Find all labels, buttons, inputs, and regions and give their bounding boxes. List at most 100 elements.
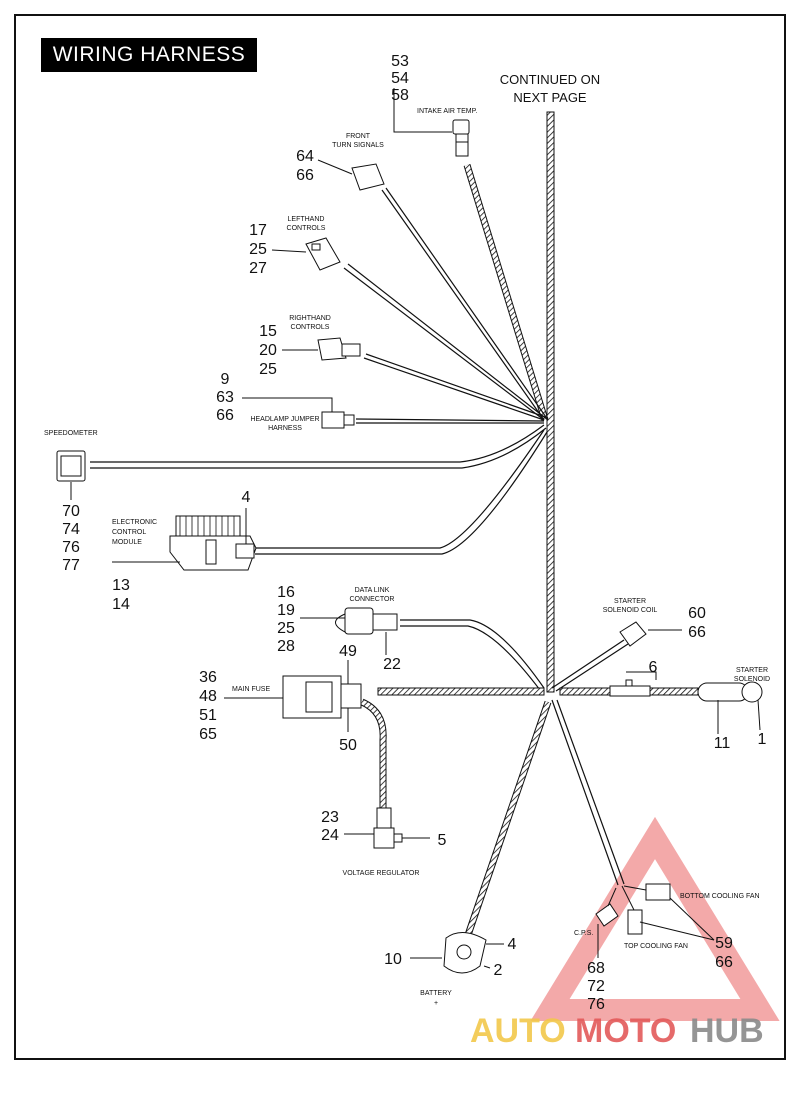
svg-text:LEFTHAND: LEFTHAND (288, 216, 325, 223)
svg-text:19: 19 (277, 602, 295, 619)
svg-text:5: 5 (438, 832, 447, 849)
svg-text:HUB: HUB (690, 1012, 764, 1050)
leader-lines (70, 88, 761, 969)
svg-text:51: 51 (199, 707, 217, 724)
svg-text:VOLTAGE REGULATOR: VOLTAGE REGULATOR (343, 870, 420, 877)
svg-text:53: 53 (391, 53, 409, 70)
svg-text:66: 66 (296, 167, 314, 184)
svg-text:CONTINUED ON: CONTINUED ON (500, 72, 600, 87)
battery-labels: 10 4 2 BATTERY + (384, 936, 516, 1007)
top-cooling-fan-connector[interactable] (621, 885, 643, 935)
ecm-labels: ELECTRONIC CONTROL MODULE 4 13 14 (112, 489, 251, 613)
intake-air-temp-sensor[interactable] (452, 119, 470, 157)
svg-text:23: 23 (321, 809, 339, 826)
svg-text:77: 77 (62, 557, 80, 574)
branch-wires (90, 163, 629, 886)
cooling-fan-labels: BOTTOM COOLING FAN TOP COOLING FAN 59 66 (624, 893, 760, 971)
headlamp-jumper-connector[interactable] (321, 411, 355, 429)
svg-text:15: 15 (259, 323, 277, 340)
starter-solenoid-terminal[interactable] (609, 679, 763, 703)
svg-text:76: 76 (62, 539, 80, 556)
svg-text:63: 63 (216, 389, 234, 406)
svg-text:22: 22 (383, 656, 401, 673)
svg-text:NEXT PAGE: NEXT PAGE (513, 90, 587, 105)
front-turn-signals-connector[interactable] (351, 163, 385, 191)
svg-text:66: 66 (715, 954, 733, 971)
front-turn-signals-labels: FRONT TURN SIGNALS 64 66 (296, 133, 384, 184)
svg-text:50: 50 (339, 737, 357, 754)
svg-text:10: 10 (384, 951, 402, 968)
svg-text:AUTO: AUTO (470, 1012, 566, 1050)
starter-solenoid-coil-labels: STARTER SOLENOID COIL 60 66 (603, 598, 706, 641)
svg-text:HARNESS: HARNESS (268, 425, 302, 432)
data-link-labels: DATA LINK CONNECTOR 16 19 25 28 22 (277, 584, 401, 673)
svg-text:SOLENOID: SOLENOID (734, 676, 770, 683)
svg-text:INTAKE AIR TEMP.: INTAKE AIR TEMP. (417, 108, 477, 115)
svg-text:76: 76 (587, 996, 605, 1013)
svg-text:ELECTRONIC: ELECTRONIC (112, 519, 157, 526)
lefthand-controls-labels: LEFTHAND CONTROLS 17 25 27 (249, 216, 326, 277)
data-link-connector[interactable] (335, 607, 398, 635)
starter-solenoid-labels: STARTER SOLENOID 6 11 1 (649, 659, 771, 752)
svg-text:36: 36 (199, 669, 217, 686)
ecm-module[interactable] (169, 515, 257, 571)
svg-text:14: 14 (112, 596, 130, 613)
svg-text:27: 27 (249, 260, 267, 277)
svg-text:4: 4 (242, 489, 251, 506)
svg-text:66: 66 (688, 624, 706, 641)
starter-solenoid-coil-connector[interactable] (619, 621, 647, 647)
svg-text:HEADLAMP JUMPER: HEADLAMP JUMPER (250, 416, 319, 423)
svg-text:65: 65 (199, 726, 217, 743)
lefthand-controls-connector[interactable] (305, 237, 341, 271)
cps-connector[interactable] (595, 887, 619, 927)
svg-text:4: 4 (508, 936, 517, 953)
svg-text:BOTTOM COOLING FAN: BOTTOM COOLING FAN (680, 893, 760, 900)
diagram-frame (14, 14, 786, 1060)
voltage-regulator-connector[interactable] (373, 807, 403, 849)
svg-text:66: 66 (216, 407, 234, 424)
svg-text:16: 16 (277, 584, 295, 601)
headlamp-jumper-labels: 9 63 66 HEADLAMP JUMPER HARNESS (216, 371, 319, 432)
svg-text:1: 1 (758, 731, 767, 748)
svg-text:74: 74 (62, 521, 80, 538)
main-fuse-labels: 36 48 51 65 MAIN FUSE 49 50 (199, 643, 357, 754)
svg-text:59: 59 (715, 935, 733, 952)
svg-text:49: 49 (339, 643, 357, 660)
righthand-controls-labels: RIGHTHAND CONTROLS 15 20 25 (259, 315, 331, 378)
main-trunk (546, 111, 555, 693)
continued-label: CONTINUED ON NEXT PAGE (500, 72, 600, 105)
main-fuse[interactable] (282, 675, 362, 719)
intake-air-temp-labels: 53 54 58 INTAKE AIR TEMP. (391, 53, 477, 115)
svg-text:CONTROL: CONTROL (112, 529, 146, 536)
diagram-title: WIRING HARNESS (41, 38, 257, 72)
speedometer-labels: SPEEDOMETER 70 74 76 77 (44, 430, 98, 574)
svg-text:25: 25 (259, 361, 277, 378)
svg-text:17: 17 (249, 222, 267, 239)
battery-terminal[interactable] (443, 932, 487, 974)
svg-text:TURN SIGNALS: TURN SIGNALS (332, 142, 384, 149)
svg-text:54: 54 (391, 70, 409, 87)
svg-text:6: 6 (649, 659, 658, 676)
svg-text:FRONT: FRONT (346, 133, 371, 140)
speedometer-connector[interactable] (56, 450, 86, 482)
svg-text:11: 11 (714, 735, 731, 752)
svg-text:72: 72 (587, 978, 605, 995)
svg-text:70: 70 (62, 503, 80, 520)
svg-text:MOTO: MOTO (575, 1012, 676, 1050)
cps-labels: C.P.S. 68 72 76 (574, 930, 605, 1013)
svg-text:68: 68 (587, 960, 605, 977)
svg-text:SOLENOID COIL: SOLENOID COIL (603, 607, 658, 614)
svg-text:+: + (434, 1000, 438, 1007)
bottom-cooling-fan-connector[interactable] (623, 883, 671, 901)
svg-text:9: 9 (221, 371, 230, 388)
svg-text:58: 58 (391, 87, 409, 104)
svg-text:CONTROLS: CONTROLS (291, 324, 330, 331)
svg-text:STARTER: STARTER (614, 598, 646, 605)
righthand-controls-connector[interactable] (317, 337, 361, 361)
svg-text:64: 64 (296, 148, 314, 165)
svg-text:20: 20 (259, 342, 277, 359)
svg-text:2: 2 (494, 962, 503, 979)
svg-text:TOP COOLING FAN: TOP COOLING FAN (624, 943, 688, 950)
watermark-logo: AUTO MOTO HUB (470, 1012, 764, 1050)
